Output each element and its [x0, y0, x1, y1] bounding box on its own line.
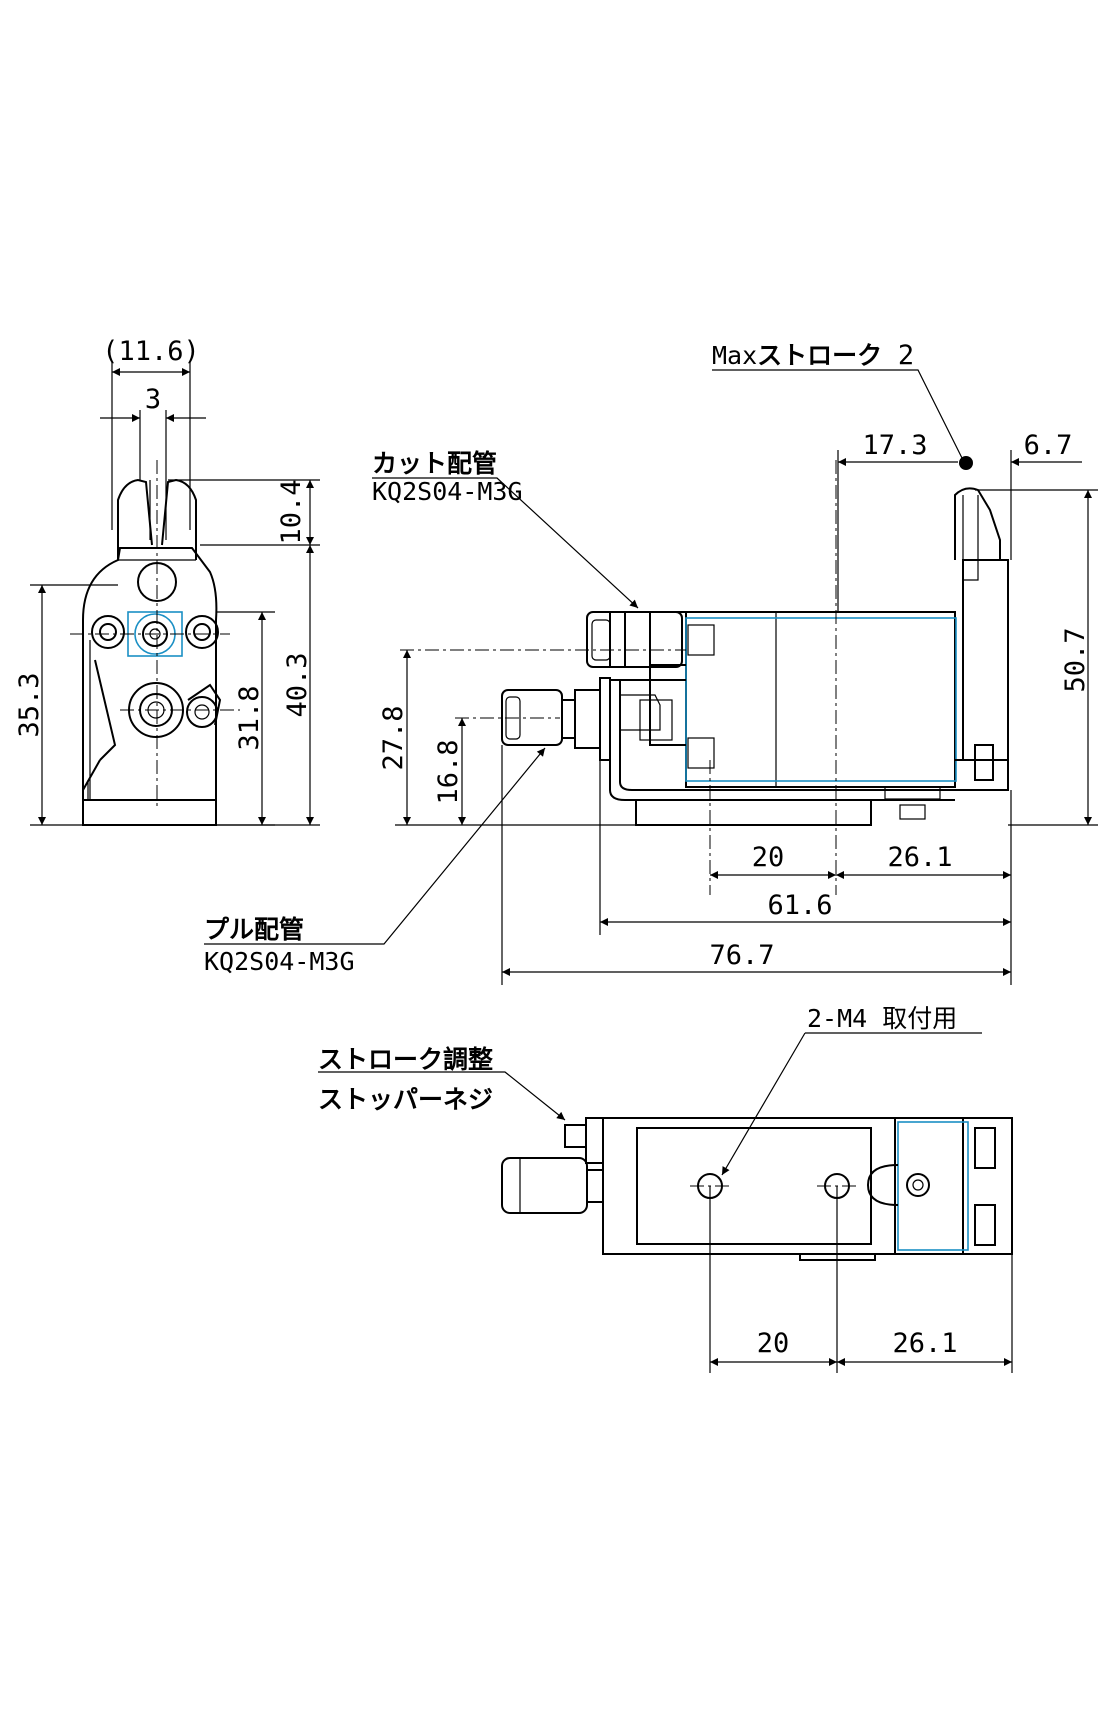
stopper-label-line2: ストッパーネジ — [318, 1085, 493, 1114]
dim-front-width-ref: (11.6) — [102, 336, 200, 367]
mount-holes-label: 2-M4 取付用 — [807, 1004, 957, 1033]
cut-piping-part: KQ2S04-M3G — [372, 477, 523, 506]
dim-side-port-upper: 27.8 — [378, 705, 409, 770]
dim-side-overall-length: 76.7 — [709, 940, 774, 971]
dim-side-top-left: 17.3 — [862, 430, 927, 461]
bottom-view: 2-M4 取付用 ストローク調整 ストッパーネジ 20 26.1 — [318, 1004, 1013, 1373]
dim-side-top-right: 6.7 — [1024, 430, 1073, 461]
dim-side-body-length: 61.6 — [767, 890, 832, 921]
pull-piping-part: KQ2S04-M3G — [204, 947, 355, 976]
dim-bottom-pitch: 20 — [757, 1328, 790, 1359]
dim-side-port-lower: 16.8 — [433, 739, 464, 804]
dim-front-jaw-height: 10.4 — [276, 479, 307, 544]
max-stroke-prefix: Max — [712, 341, 757, 370]
max-stroke-value: 2 — [898, 340, 914, 371]
stopper-label-line1: ストローク調整 — [318, 1045, 493, 1074]
dim-bottom-offset: 26.1 — [892, 1328, 957, 1359]
dim-side-pitch: 20 — [752, 842, 785, 873]
pull-piping-label: プル配管 — [204, 915, 304, 944]
dim-front-left-height: 35.3 — [14, 672, 45, 737]
front-view: (11.6) 3 10.4 35.3 31.8 40.3 — [14, 336, 320, 826]
cut-piping-label: カット配管 — [372, 449, 497, 478]
dim-side-overall-height: 50.7 — [1060, 627, 1091, 692]
dim-front-right-height: 40.3 — [282, 652, 313, 717]
side-view: カット配管 KQ2S04-M3G プル配管 KQ2S04-M3G Maxストロー… — [204, 340, 1098, 985]
dim-front-gap: 3 — [145, 384, 161, 415]
svg-text:Maxストローク: Maxストローク — [712, 341, 882, 370]
max-stroke-suffix: ストローク — [757, 341, 882, 370]
dim-side-offset: 26.1 — [887, 842, 952, 873]
dim-front-center-height: 31.8 — [234, 685, 265, 750]
